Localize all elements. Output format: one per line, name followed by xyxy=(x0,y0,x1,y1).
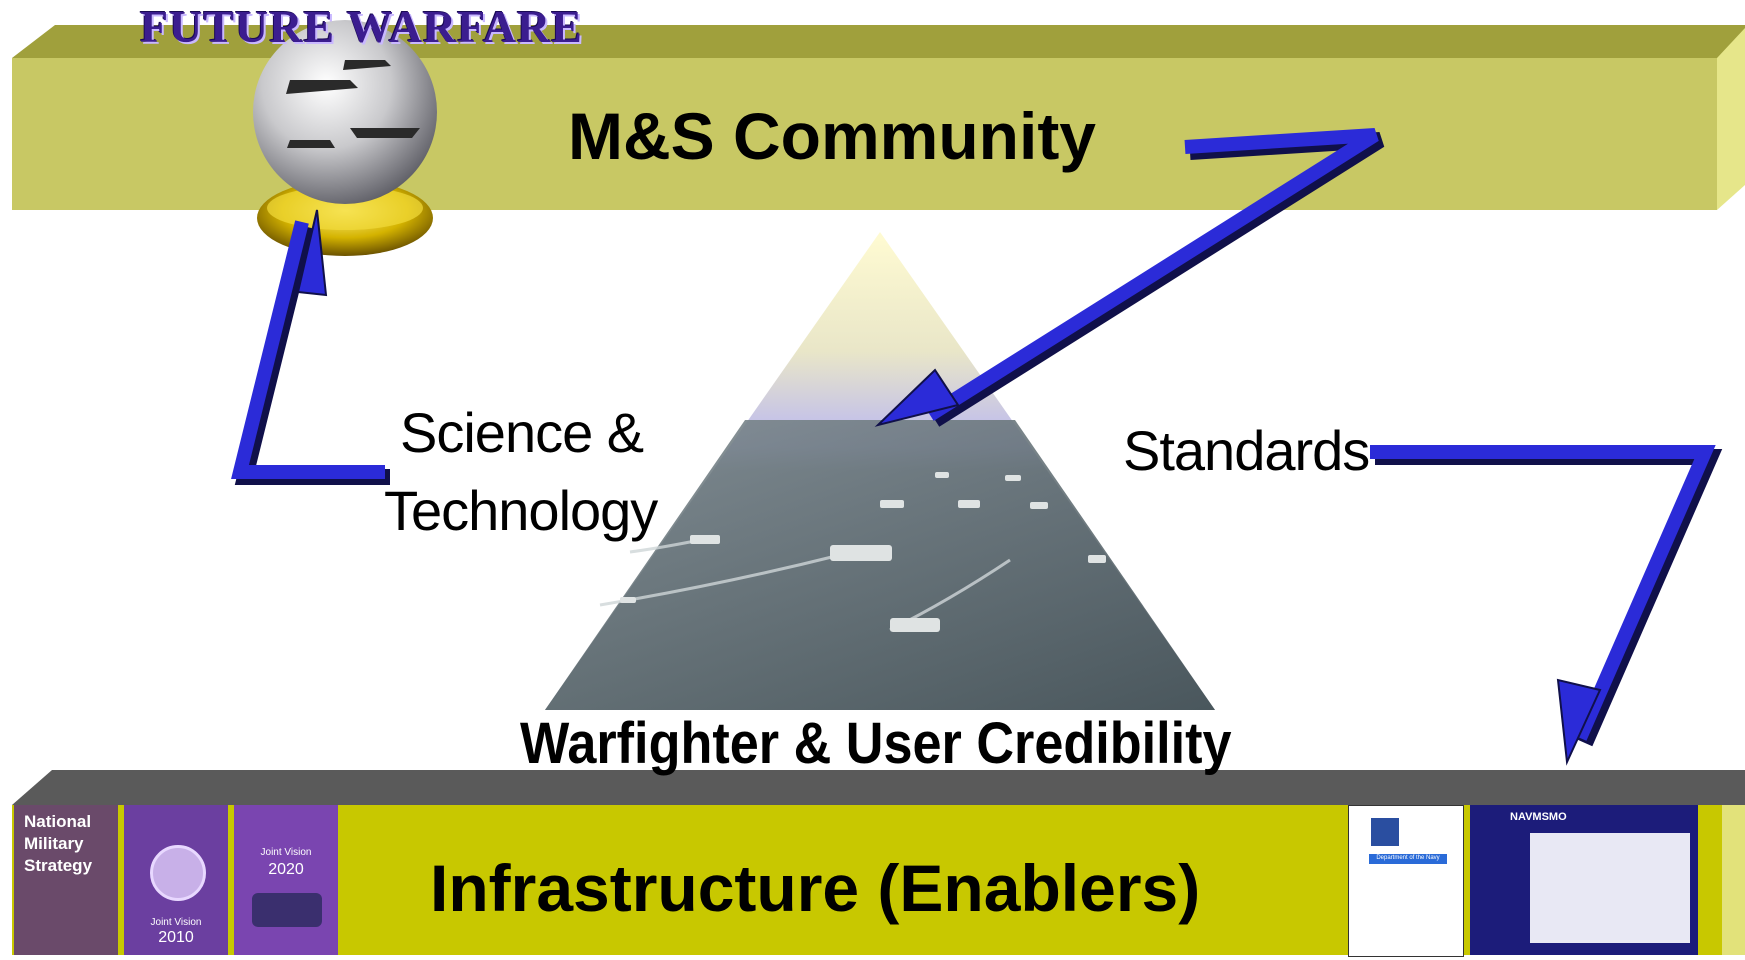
ship xyxy=(690,535,720,544)
joint-vision-2010-year: 2010 xyxy=(158,929,194,946)
infrastructure-title: Infrastructure (Enablers) xyxy=(430,851,1201,925)
arrow-head xyxy=(1556,678,1602,766)
joint-vision-2010-caption: Joint Vision xyxy=(150,917,202,928)
world-map-icon xyxy=(252,893,322,927)
ship-icon xyxy=(350,128,420,138)
science-technology-label-line1: Science & xyxy=(400,401,644,464)
joint-vision-2020-caption: Joint Vision xyxy=(260,847,312,858)
arrow-head xyxy=(296,209,328,297)
national-military-strategy-cover: National Military Strategy xyxy=(14,805,118,955)
joint-vision-2020-year: 2020 xyxy=(268,861,304,878)
pyramid-sea xyxy=(545,420,1215,710)
warfighter-pyramid xyxy=(545,232,1215,710)
ms-community-title: M&S Community xyxy=(568,99,1096,173)
navy-title-band: Department of the Navy xyxy=(1369,854,1447,864)
bottom-bar-top-face xyxy=(12,770,1745,805)
arrow-shaft xyxy=(1370,445,1716,741)
ship xyxy=(890,618,940,632)
navy-emblem-icon xyxy=(1371,818,1399,846)
top-bar-top-face xyxy=(12,25,1745,58)
globe-vehicles xyxy=(286,60,420,148)
helicopter-icon xyxy=(286,80,358,94)
top-bar-side-face xyxy=(1717,28,1745,210)
arrow-head xyxy=(874,368,960,427)
joint-vision-2020-cover: Joint Vision 2020 xyxy=(234,805,338,955)
future-warfare-title: FUTURE WARFARE xyxy=(140,1,583,52)
nms-cover-title: National Military Strategy xyxy=(24,812,93,875)
ship xyxy=(935,472,949,478)
warfighter-credibility-label: Warfighter & User Credibility xyxy=(520,711,1232,776)
ship xyxy=(958,500,980,508)
ships xyxy=(620,472,1106,632)
ship xyxy=(880,500,904,508)
ship xyxy=(620,597,636,603)
arrow-science-technology xyxy=(231,209,390,485)
bottom-bar-side-highlight xyxy=(1722,805,1745,955)
joint-vision-2010-cover: Joint Vision 2010 xyxy=(124,805,228,955)
future-warfare-globe xyxy=(253,20,437,256)
navmsmo-website-thumbnail: NAVMSMO xyxy=(1470,805,1698,955)
standards-label: Standards xyxy=(1123,419,1370,482)
navmsmo-content-panel xyxy=(1530,833,1690,943)
ship xyxy=(1088,555,1106,563)
arrow-shaft xyxy=(231,220,385,479)
joint-vision-2010-seal-icon xyxy=(150,845,206,901)
arrow-shaft xyxy=(926,128,1379,421)
dept-navy-label: Department of the Navy xyxy=(1376,855,1440,861)
arrow-standards xyxy=(1370,445,1723,766)
science-technology-label-line2: Technology xyxy=(384,479,658,542)
helicopter-icon xyxy=(343,60,391,70)
arrow-shadow xyxy=(1375,449,1723,747)
ship xyxy=(830,545,892,561)
navmsmo-logo: NAVMSMO xyxy=(1510,811,1567,823)
globe-base-rim xyxy=(267,186,423,230)
ship xyxy=(1030,502,1048,509)
arrow-community-to-pyramid xyxy=(874,128,1385,427)
dept-navy-handbook: Department of the Navy xyxy=(1348,805,1464,957)
tank-icon xyxy=(287,140,335,148)
ship xyxy=(1005,475,1021,481)
